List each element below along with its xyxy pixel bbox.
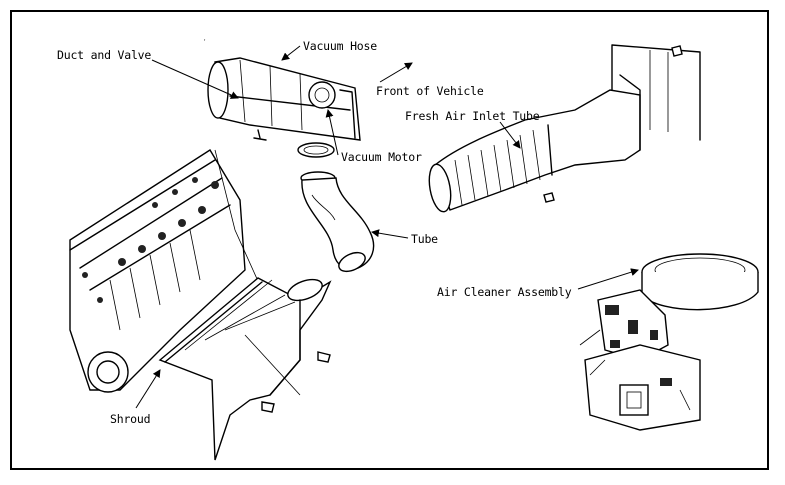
air-cleaner-assembly-part (579, 253, 759, 431)
duct-and-valve-part (207, 57, 361, 141)
shroud-label: Shroud (110, 412, 151, 426)
air-cleaner-assembly-leader (577, 268, 639, 290)
tube-part (300, 171, 375, 273)
shroud-leader (135, 369, 161, 409)
vacuum-hose-label: Vacuum Hose (303, 39, 377, 53)
air-cleaner-assembly-label: Air Cleaner Assembly (437, 285, 572, 299)
fresh-air-inlet-tube-part (428, 44, 701, 213)
duct-and-valve-leader (151, 59, 239, 99)
engine-block-part (69, 149, 301, 393)
vacuum-motor-leader (325, 109, 339, 156)
tube-label: Tube (411, 232, 438, 246)
front-of-vehicle-label: Front of Vehicle (376, 84, 484, 98)
fresh-air-inlet-tube-label: Fresh Air Inlet Tube (405, 109, 540, 123)
clamp-ring-part (297, 142, 335, 158)
tube-leader (371, 229, 409, 239)
front-of-vehicle-arrow (379, 62, 413, 83)
vacuum-hose-leader (281, 45, 301, 61)
duct-and-valve-label: Duct and Valve (57, 48, 152, 62)
diagram-frame (10, 10, 769, 470)
shroud-part (158, 277, 332, 461)
vacuum-motor-label: Vacuum Motor (341, 150, 422, 164)
fresh-air-inlet-tube-leader (499, 121, 521, 149)
